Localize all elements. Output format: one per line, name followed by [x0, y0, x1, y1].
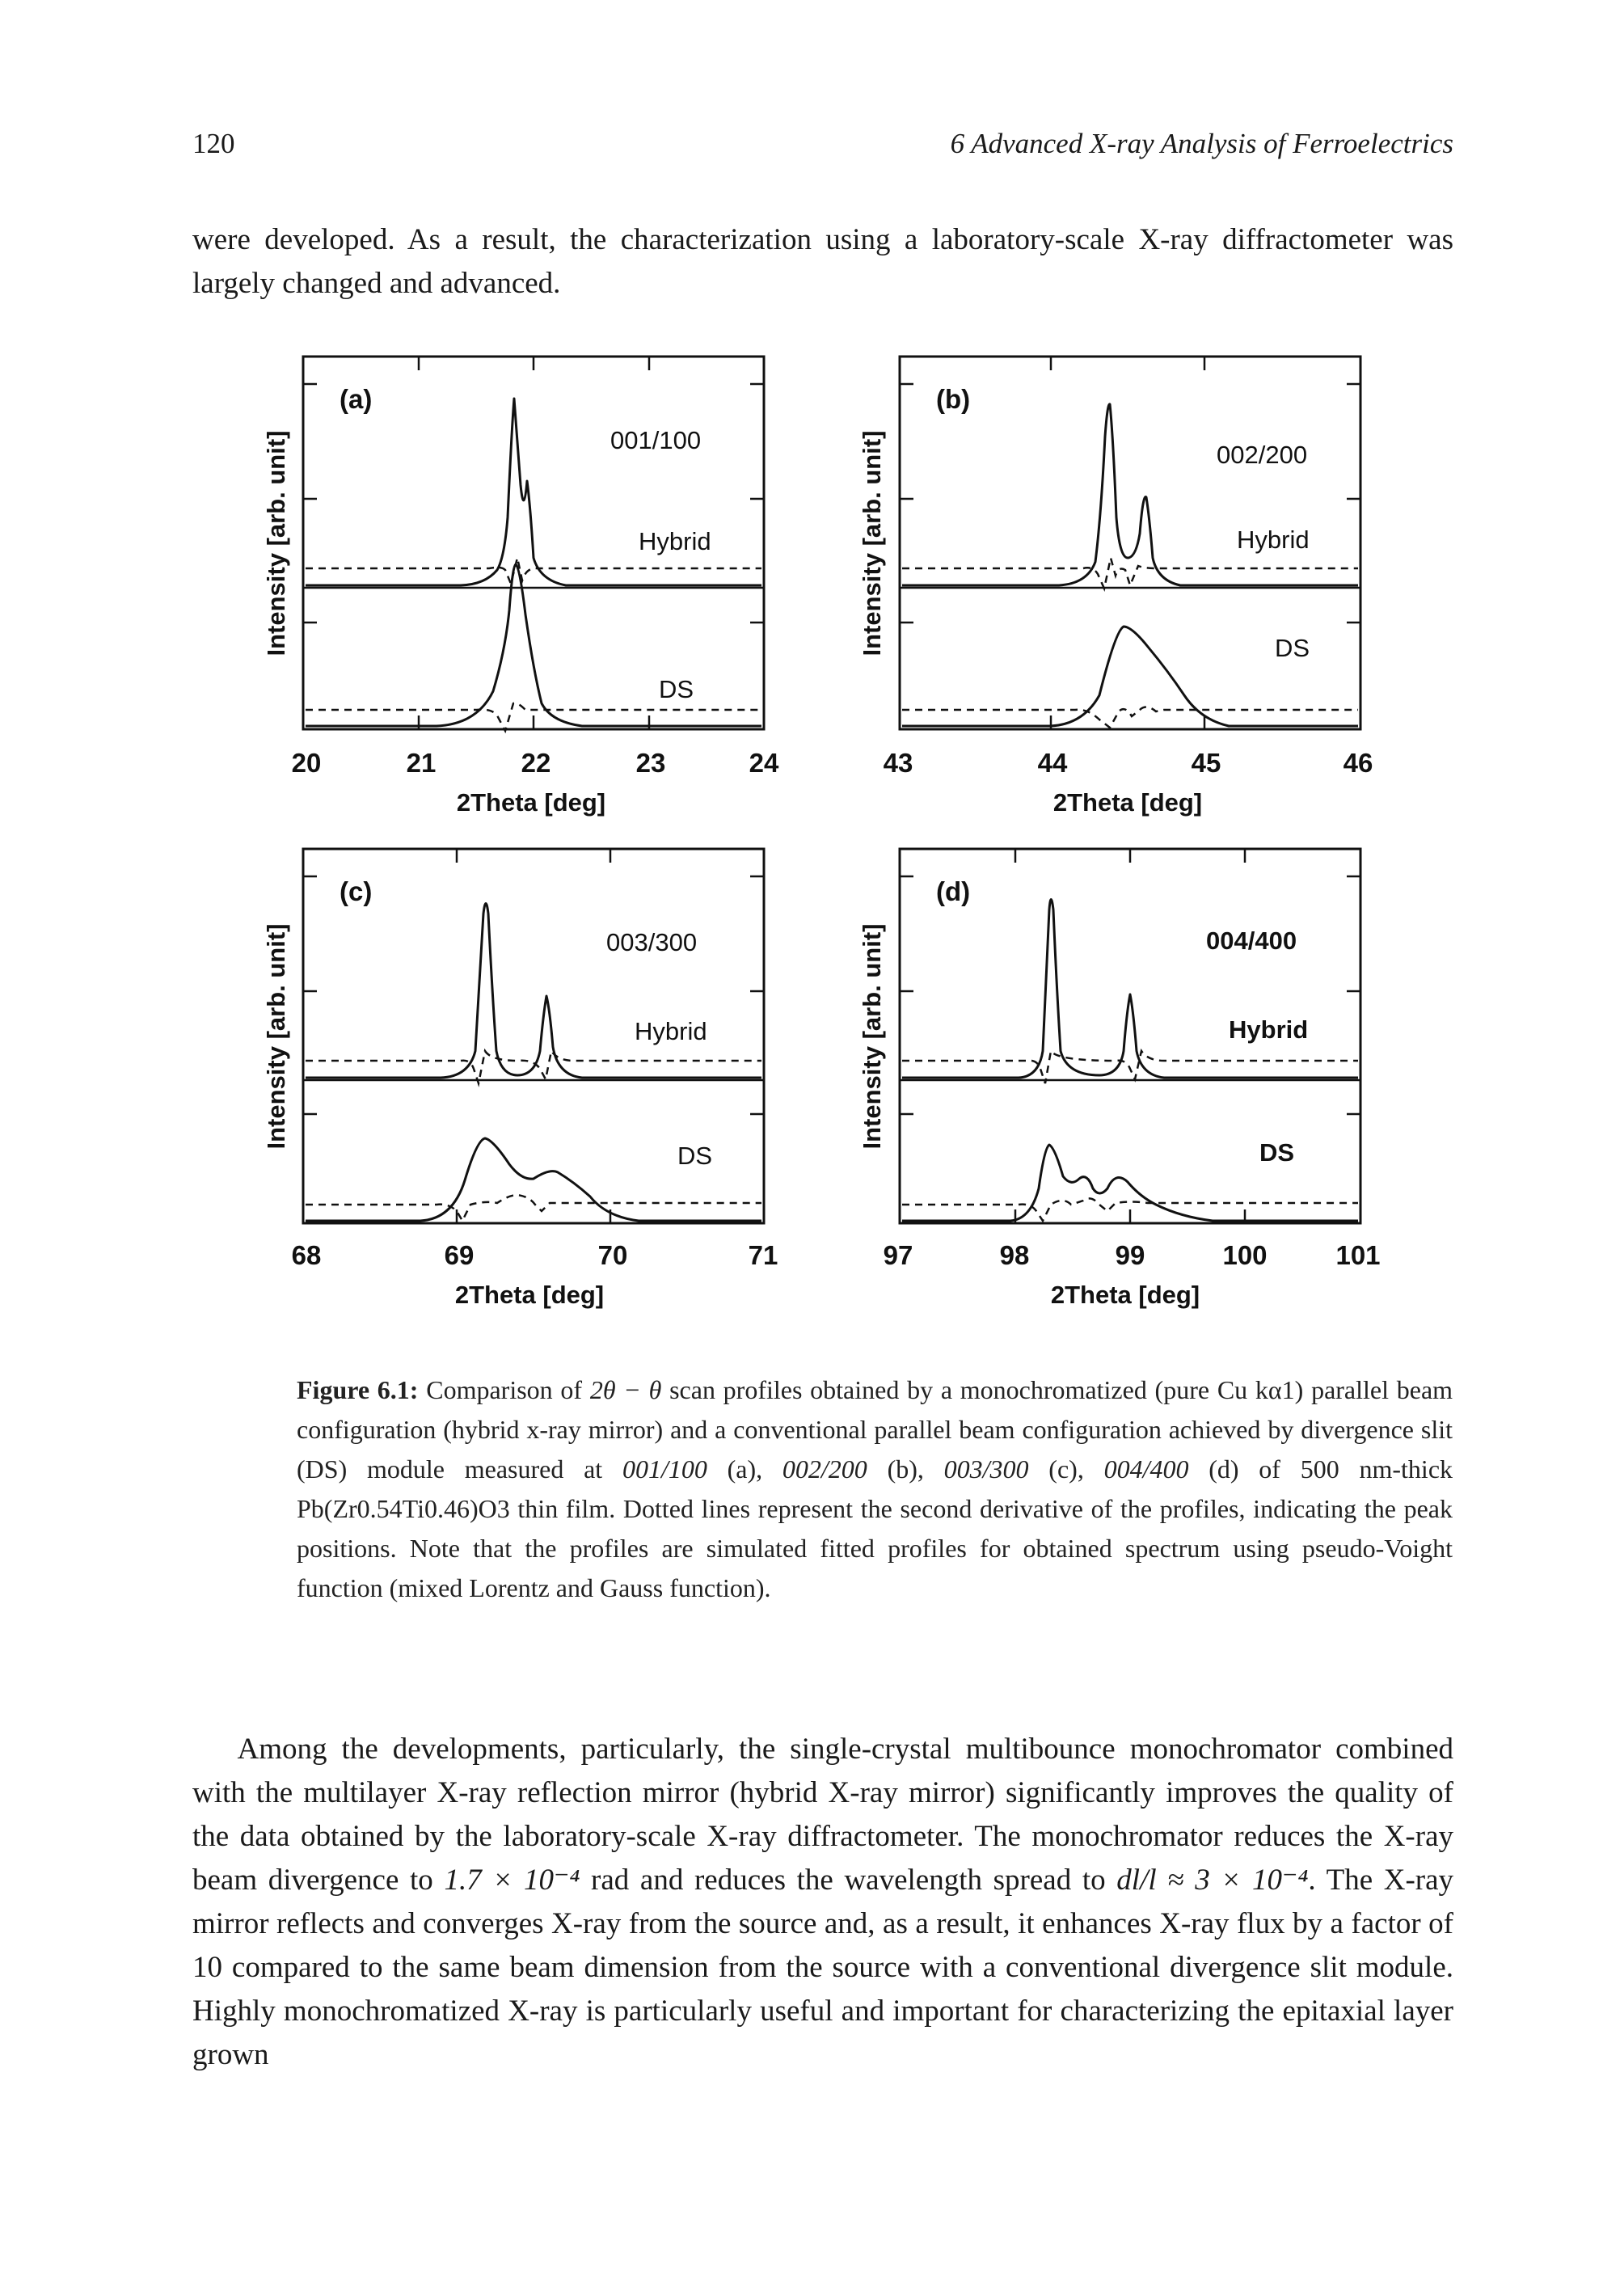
paragraph-text: Among the developments, particularly, th…: [192, 1733, 1453, 1897]
panel-b-ds-label: DS: [1275, 634, 1310, 662]
page-number: 120: [192, 128, 235, 159]
panel-b-hybrid-profile: [902, 403, 1358, 587]
panel-d-ds-label: DS: [1259, 1138, 1294, 1167]
caption-text: (c),: [1048, 1454, 1084, 1484]
panel-d-ds-profile: [902, 1143, 1358, 1222]
panel-b-y-label: Intensity [arb. unit]: [858, 431, 886, 656]
paragraph-bottom: Among the developments, particularly, th…: [192, 1728, 1453, 2077]
panel-b-x-label: 2Theta [deg]: [1053, 788, 1202, 817]
caption-text: (d) of 500 nm-thick Pb(Zr0.54Ti0.46)O3 t…: [297, 1454, 1453, 1602]
panel-c-tick-label: 71: [749, 1240, 778, 1270]
panel-a-ds-derivative: [306, 702, 761, 734]
divergence-value: 1.7 × 10⁻⁴: [444, 1864, 580, 1897]
panel-c-hybrid-profile: [306, 902, 761, 1079]
panel-d-reflection: 004/400: [1206, 927, 1297, 955]
panel-d-tick-label: 98: [1000, 1240, 1030, 1270]
panel-a-tick-label: 24: [749, 748, 779, 778]
caption-text: (a),: [727, 1454, 763, 1484]
panel-c-x-label: 2Theta [deg]: [455, 1281, 604, 1309]
panel-c-frame: [302, 847, 766, 1225]
panel-d-tick-label: 97: [884, 1240, 913, 1270]
panel-a: (a) 001/100 Hybrid DS Intensity [arb. un…: [262, 355, 779, 817]
caption-text: Comparison of: [426, 1375, 583, 1404]
panel-a-reflection: 001/100: [610, 426, 701, 454]
panel-d-tick-label: 101: [1335, 1240, 1380, 1270]
panel-b-ds-derivative: [902, 706, 1358, 729]
panel-a-tick-label: 21: [407, 748, 437, 778]
panel-a-y-label: Intensity [arb. unit]: [262, 431, 290, 656]
panel-d-tick-label: 100: [1222, 1240, 1267, 1270]
panel-b-frame: [898, 355, 1362, 731]
panel-b-tick-label: 45: [1192, 748, 1221, 778]
page-header: 120 6 Advanced X-ray Analysis of Ferroel…: [192, 128, 1453, 168]
panel-b-hybrid-derivative: [902, 557, 1358, 593]
panel-a-id: (a): [340, 384, 372, 414]
running-head: 6 Advanced X-ray Analysis of Ferroelectr…: [950, 128, 1453, 159]
figure-caption: Figure 6.1: Comparison of 2θ − θ scan pr…: [297, 1370, 1453, 1608]
panel-c-ds-derivative: [306, 1193, 761, 1223]
panel-b-tick-label: 46: [1343, 748, 1373, 778]
panel-d-y-label: Intensity [arb. unit]: [858, 924, 886, 1150]
panel-a-hybrid-profile: [306, 397, 761, 587]
panel-c: (c) 003/300 Hybrid DS Intensity [arb. un…: [262, 847, 778, 1309]
wavelength-spread-value: dl/l ≈ 3 × 10⁻⁴: [1116, 1864, 1309, 1897]
panel-d-hybrid-profile: [902, 898, 1358, 1079]
panel-b-id: (b): [936, 384, 970, 414]
panel-a-ds-profile: [306, 563, 761, 728]
panel-a-x-label: 2Theta [deg]: [457, 788, 605, 817]
panel-b-ds-profile: [902, 625, 1358, 728]
panel-c-ticks: [303, 849, 764, 1223]
panel-a-hybrid-label: Hybrid: [639, 527, 711, 555]
caption-reflection: 003/300: [943, 1454, 1029, 1484]
panel-c-id: (c): [340, 876, 372, 906]
paragraph-top: were developed. As a result, the charact…: [192, 223, 1453, 300]
panel-b: (b) 002/200 Hybrid DS Intensity [arb. un…: [858, 355, 1373, 817]
caption-reflection: 004/400: [1103, 1454, 1189, 1484]
figure-panels-svg: .frame { fill: none; stroke: #111; strok…: [262, 355, 1381, 1309]
panel-d-x-label: 2Theta [deg]: [1051, 1281, 1200, 1309]
figure-6-1: .frame { fill: none; stroke: #111; strok…: [262, 355, 1381, 1309]
panel-c-ds-label: DS: [677, 1142, 712, 1170]
panel-b-tick-label: 44: [1038, 748, 1068, 778]
caption-text: scan profiles obtained by a monochromati…: [297, 1375, 1453, 1484]
panel-c-y-label: Intensity [arb. unit]: [262, 924, 290, 1150]
caption-formula: 2θ − θ: [589, 1375, 662, 1404]
panel-d-id: (d): [936, 876, 970, 906]
panel-a-hybrid-derivative: [306, 557, 761, 587]
panel-a-tick-label: 20: [292, 748, 322, 778]
panel-d-ticks: [900, 849, 1360, 1223]
paragraph-text: . The X-ray mirror reflects and converge…: [192, 1864, 1454, 2071]
panel-c-hybrid-label: Hybrid: [635, 1017, 707, 1045]
panel-c-tick-label: 68: [292, 1240, 322, 1270]
paragraph-text: rad and reduces the wavelength spread to: [591, 1864, 1106, 1897]
panel-b-hybrid-label: Hybrid: [1237, 526, 1310, 554]
panel-c-ds-profile: [306, 1137, 761, 1222]
caption-reflection: 001/100: [622, 1454, 707, 1484]
panel-d-hybrid-label: Hybrid: [1229, 1015, 1308, 1044]
caption-label: Figure 6.1:: [297, 1375, 419, 1404]
panel-a-tick-label: 22: [521, 748, 551, 778]
panel-c-tick-label: 69: [445, 1240, 475, 1270]
panel-d-ds-derivative: [902, 1197, 1358, 1223]
caption-text: (b),: [887, 1454, 924, 1484]
panel-d-tick-label: 99: [1116, 1240, 1145, 1270]
panel-c-tick-label: 70: [598, 1240, 628, 1270]
panel-a-ds-label: DS: [659, 675, 694, 703]
panel-a-tick-label: 23: [636, 748, 666, 778]
caption-reflection: 002/200: [782, 1454, 867, 1484]
panel-b-reflection: 002/200: [1217, 441, 1307, 469]
panel-c-reflection: 003/300: [606, 928, 697, 956]
panel-b-tick-label: 43: [884, 748, 913, 778]
panel-d: (d) 004/400 Hybrid DS Intensity [arb. un…: [858, 847, 1381, 1309]
